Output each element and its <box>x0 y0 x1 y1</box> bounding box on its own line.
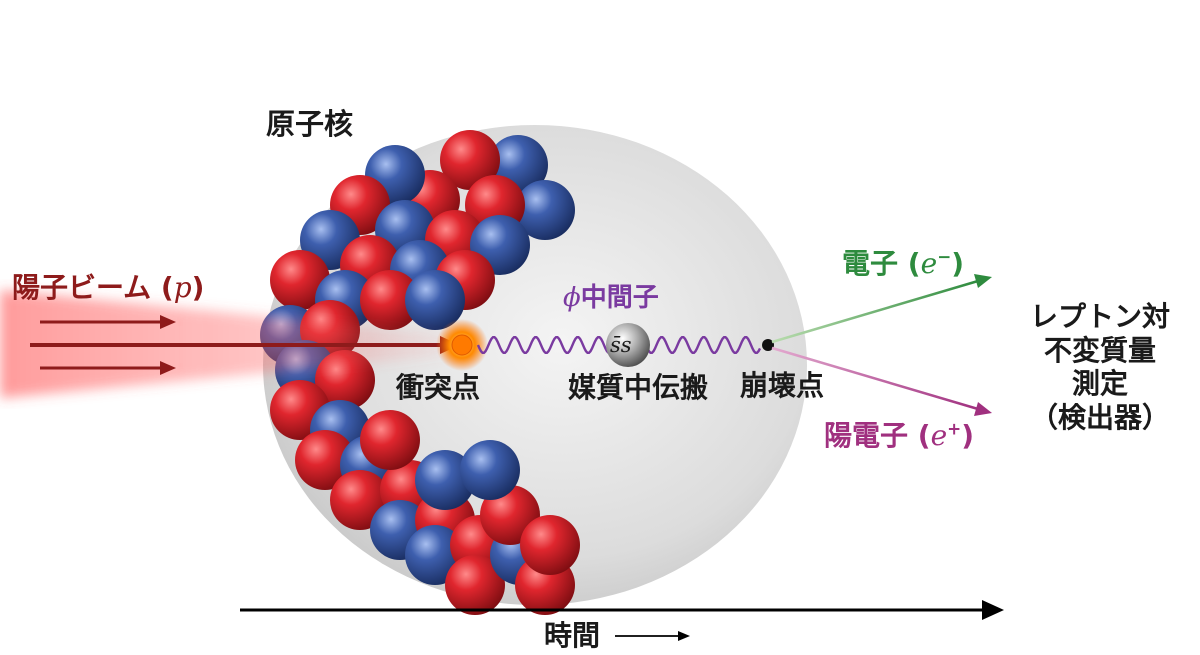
decay-point-label: 崩壊点 <box>740 369 825 402</box>
time-small-arrow <box>615 631 690 641</box>
lepton-line-2: 不変質量 <box>1043 333 1156 367</box>
neutron-sphere <box>415 450 475 510</box>
proton-beam-paren-close: ) <box>191 271 205 304</box>
neutron-sphere <box>405 270 465 330</box>
lepton-line-1: レプトン対 <box>1029 300 1170 333</box>
phi-meson-text: 中間子 <box>580 283 659 313</box>
electron-arrow <box>771 274 992 344</box>
proton-sphere <box>445 555 505 615</box>
electron-symbol: e <box>920 247 938 280</box>
ss-pair-sphere <box>606 323 650 367</box>
phi-symbol: ϕ <box>563 283 581 313</box>
proton-beam-text: 陽子ビーム <box>12 271 152 304</box>
proton-sphere <box>440 130 500 190</box>
positron-paren-open: ( <box>917 419 931 452</box>
collision-point-label: 衝突点 <box>396 371 481 404</box>
lepton-line-4: （検出器） <box>1029 400 1170 434</box>
nucleons <box>260 130 580 615</box>
proton-sphere <box>360 410 420 470</box>
collision-flash <box>436 319 488 371</box>
time-label: 時間 <box>544 619 601 652</box>
neutron-sphere <box>460 440 520 500</box>
proton-beam-symbol: p <box>173 271 192 304</box>
medium-propagation-label: 媒質中伝搬 <box>568 371 709 404</box>
proton-sphere <box>520 515 580 575</box>
positron-label: 陽電子 (e+) <box>824 418 974 452</box>
ss-pair-label: s̄s <box>610 333 632 357</box>
proton-sphere <box>270 250 330 310</box>
proton-sphere <box>360 270 420 330</box>
neutron-sphere <box>515 180 575 240</box>
proton-beam-paren-open: ( <box>160 271 174 304</box>
positron-symbol: e <box>930 419 948 452</box>
time-arrow <box>240 600 1004 620</box>
electron-charge: − <box>937 246 952 267</box>
decay-point-dot <box>762 339 774 351</box>
lepton-line-3: 測定 <box>1071 367 1128 401</box>
phi-meson-label: ϕ中間子 <box>563 283 659 314</box>
proton-sphere <box>295 430 355 490</box>
positron-arrow <box>771 346 992 416</box>
electron-paren-open: ( <box>907 247 921 280</box>
electron-paren-close: ) <box>951 247 964 280</box>
proton-beam-label: 陽子ビーム (p) <box>12 271 205 304</box>
lepton-measurement-label: レプトン対 不変質量 測定 （検出器） <box>1010 300 1190 434</box>
electron-text: 電子 <box>842 247 899 280</box>
positron-text: 陽電子 <box>824 419 909 452</box>
nucleus-label: 原子核 <box>266 107 354 141</box>
positron-charge: + <box>947 418 962 439</box>
positron-paren-close: ) <box>961 419 974 452</box>
electron-label: 電子 (e−) <box>842 246 964 280</box>
